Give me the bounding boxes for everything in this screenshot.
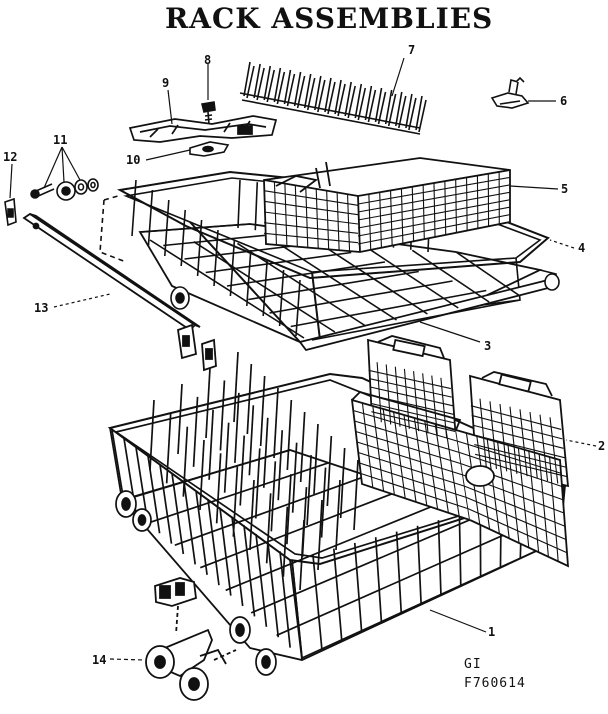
callout-6: 6 (560, 94, 568, 108)
part-2-lower-silverware-basket (352, 336, 568, 566)
part-1-lower-rack (110, 352, 565, 675)
leader-lines (10, 58, 596, 660)
part-5-upper-silverware-basket (264, 158, 510, 252)
part-7-tine-row (240, 62, 426, 134)
callout-7: 7 (408, 43, 416, 57)
callout-13: 13 (34, 301, 49, 315)
part-9-cup-shelf (130, 116, 276, 142)
part-13-track (24, 214, 216, 370)
part-12-end-stop (5, 199, 16, 225)
callout-9: 9 (162, 76, 170, 90)
part-11-roller-hardware (31, 179, 98, 200)
callout-10: 10 (126, 153, 141, 167)
part-8-screw (202, 102, 215, 124)
callout-12: 12 (3, 150, 18, 164)
callout-1: 1 (488, 625, 496, 639)
callout-5: 5 (561, 182, 569, 196)
callout-14: 14 (92, 653, 107, 667)
callout-8: 8 (204, 53, 212, 67)
callout-2: 2 (598, 439, 606, 453)
part-6-clip (492, 78, 528, 108)
part-10-shelf-bracket (190, 142, 228, 156)
diagram-title: RACK ASSEMBLIES (165, 2, 494, 35)
callout-3: 3 (484, 339, 492, 353)
drawing-code-line1: GI (464, 657, 482, 672)
drawing-code-line2: F760614 (464, 676, 526, 691)
callout-4: 4 (578, 241, 586, 255)
callout-11: 11 (53, 133, 68, 147)
part-14-wheel-assembly (146, 578, 236, 700)
